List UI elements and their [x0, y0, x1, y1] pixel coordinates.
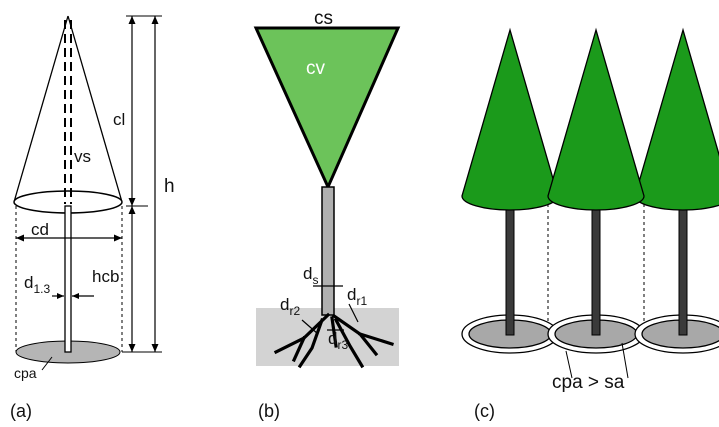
cpa-pointer	[41, 356, 53, 371]
label-ds-sub: s	[312, 273, 318, 287]
cl-arrowhead-bottom	[128, 198, 136, 206]
tree-base-3	[634, 314, 719, 354]
panel-c: cpa > sa (c)	[461, 27, 719, 421]
crown-volume	[253, 26, 401, 191]
label-vs: vs	[74, 147, 91, 166]
stem	[64, 205, 72, 353]
label-cl: cl	[113, 110, 125, 129]
crown-cone-1	[461, 27, 559, 211]
root-right-lower	[333, 317, 365, 369]
trunk-1	[505, 204, 515, 336]
root-left-branch	[291, 335, 307, 363]
cl-arrowhead-top	[128, 16, 136, 24]
label-dr3-sub: r3	[337, 338, 348, 352]
label-dr2-sub: r2	[289, 304, 300, 318]
label-dr1-sub: r1	[356, 294, 367, 308]
cone-right-edge	[67, 15, 123, 203]
h-arrowhead-bottom	[151, 344, 159, 352]
root-left-lower	[297, 317, 325, 369]
trunk-3	[678, 204, 688, 336]
d13-arrowhead-left	[57, 293, 64, 299]
cone-left-edge	[13, 15, 69, 203]
crown-cone-2	[547, 27, 645, 211]
caption-c: (c)	[474, 401, 495, 421]
cd-arrowhead-left	[16, 234, 24, 242]
d13-arrowhead-right	[72, 293, 79, 299]
label-d13-sub: 1.3	[33, 282, 50, 296]
h-arrowhead-top	[151, 16, 159, 24]
dr1-measure-line	[348, 303, 359, 323]
caption-b: (b)	[258, 401, 280, 421]
root-center	[330, 316, 338, 348]
label-dr2-main: d	[280, 295, 289, 314]
cpa-pointer	[565, 350, 573, 379]
hcb-arrowhead-bottom	[128, 344, 136, 352]
caption-a: (a)	[10, 401, 32, 421]
cd-arrowhead-right	[114, 234, 122, 242]
label-cd: cd	[31, 220, 49, 239]
label-cpa: cpa	[14, 365, 37, 381]
crown-cone-3	[634, 27, 719, 211]
root-system	[273, 312, 395, 369]
label-d13-main: d	[24, 273, 33, 292]
label-dr2: dr2	[280, 295, 300, 318]
label-dr1-main: d	[347, 285, 356, 304]
root-right-branch	[357, 331, 395, 347]
label-ds-main: d	[303, 264, 312, 283]
trunk-2	[591, 204, 601, 336]
tree-crown-1	[461, 27, 559, 211]
stem	[321, 186, 335, 316]
hcb-arrowhead-top	[128, 206, 136, 214]
label-cs: cs	[314, 8, 333, 29]
tree-crown-2	[547, 27, 645, 211]
label-dr3: dr3	[328, 329, 348, 352]
label-cv: cv	[306, 58, 326, 79]
tree-crown-3	[634, 27, 719, 211]
dr2-measure-line	[301, 319, 319, 335]
label-cpa-gt-sa: cpa > sa	[552, 372, 625, 393]
panel-a: cl vs h cd hcb d1.3 cpa (a)	[10, 15, 175, 421]
sa-pointer	[621, 342, 629, 379]
label-d13: d1.3	[24, 273, 50, 296]
panel-b: cs cv ds dr2 dr1 dr3 (b)	[253, 8, 401, 421]
label-dr3-main: d	[328, 329, 337, 348]
label-ds: ds	[303, 264, 318, 287]
label-hcb: hcb	[92, 267, 119, 286]
label-h: h	[164, 176, 175, 197]
label-dr1: dr1	[347, 285, 367, 308]
